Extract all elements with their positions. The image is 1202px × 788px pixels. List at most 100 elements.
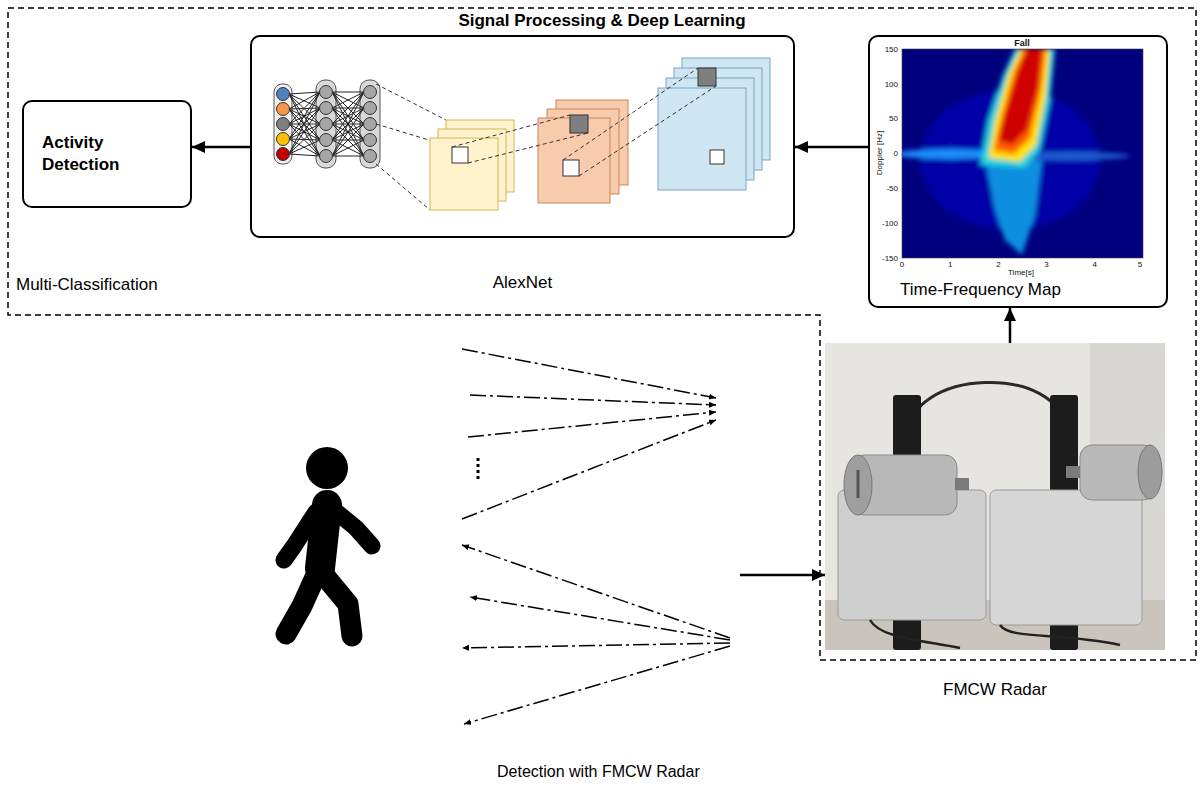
person-figure [284, 447, 372, 636]
person-leg [324, 575, 352, 636]
map-box: Time-Frequency Map [868, 35, 1168, 308]
energy-blob [998, 49, 1042, 145]
radar-cable [870, 620, 1120, 648]
beam-line [464, 646, 730, 724]
beam-line [470, 597, 730, 640]
axis-tick: 5 [1138, 260, 1142, 269]
layer-outline [274, 84, 292, 164]
neuron [320, 102, 333, 115]
radar-node: FMCW Radar [825, 343, 1165, 650]
kernel-square [570, 115, 588, 133]
axis-tick: 50 [889, 114, 898, 123]
neuron [277, 118, 290, 131]
caption-label: Detection with FMCW Radar [497, 763, 700, 781]
axis-tick: 0 [894, 149, 898, 158]
flow-arrow [795, 146, 868, 149]
panel-title: Signal Processing & Deep Learning [8, 11, 1196, 31]
dashed-region: Signal Processing & Deep LearningActivit… [8, 8, 1196, 660]
beam-line [462, 420, 716, 519]
axis-tick: -150 [882, 254, 898, 263]
box-label: Time-Frequency Map [900, 280, 1061, 300]
caption-label: AlexNet [252, 273, 793, 293]
chart-title: Fall [1014, 38, 1030, 48]
beam-line [462, 349, 716, 398]
energy-blob [985, 160, 1042, 255]
horn-slot [857, 470, 860, 498]
energy-blob [980, 49, 1055, 168]
photo-background [825, 343, 1165, 650]
axis-tick: 3 [1044, 260, 1048, 269]
neuron [277, 103, 290, 116]
neuron [364, 134, 377, 147]
radar-clamp [955, 478, 969, 490]
neuron [364, 102, 377, 115]
process-box: Activity DetectionMulti-Classification [22, 100, 192, 208]
flow-arrow [740, 574, 825, 577]
ellipsis-dots [477, 458, 480, 482]
feature-map [658, 88, 746, 190]
flow-arrow [1009, 308, 1012, 343]
spectrogram [895, 49, 1143, 258]
kernel-square [710, 150, 724, 164]
neuron [364, 150, 377, 163]
axis-tick: 2 [996, 260, 1000, 269]
neuron [320, 134, 333, 147]
caption-label: FMCW Radar [825, 680, 1165, 700]
dashed-link [452, 68, 716, 176]
person-arm [334, 510, 372, 546]
dashed-outline [8, 8, 1196, 660]
radar-wire [907, 382, 1064, 440]
energy-blob [994, 49, 1046, 154]
spectrogram-energy [902, 49, 1130, 255]
neuron [364, 118, 377, 131]
axis-tick: -100 [882, 219, 898, 228]
axis-tick: 150 [885, 45, 898, 54]
axis-label: Time[s] [1008, 268, 1034, 277]
box-label: Activity Detection [24, 102, 190, 186]
radar-clamp [1066, 466, 1080, 478]
radar-beams [462, 349, 730, 724]
energy-blob [988, 49, 1050, 162]
axis-label: Doppler [Hz] [875, 131, 884, 175]
neuron [320, 150, 333, 163]
neuron [277, 88, 290, 101]
region-outline [8, 8, 1196, 660]
spectrogram-blobs [902, 49, 1130, 255]
axis-tick: -50 [886, 184, 898, 193]
beam-line [462, 643, 730, 648]
horn-cap [844, 455, 872, 515]
person-leg [286, 575, 316, 634]
neuron [277, 148, 290, 161]
person-head [306, 447, 348, 489]
radar-unit [990, 490, 1142, 625]
person-node: Detection with FMCW Radar [258, 335, 740, 788]
kernel-square [452, 147, 468, 163]
axis-tick: 4 [1093, 260, 1097, 269]
kernel-square [563, 160, 579, 176]
plot-frame [902, 49, 1143, 258]
feature-map [430, 138, 498, 210]
person-arm [284, 512, 316, 560]
axis-tick: 0 [900, 260, 904, 269]
axis-tick: 100 [885, 80, 898, 89]
neuron [277, 133, 290, 146]
kernel-square [698, 68, 716, 86]
radar-photo [825, 343, 1165, 650]
beam-line [470, 395, 716, 405]
flow-arrow [192, 146, 250, 149]
neuron [364, 86, 377, 99]
caption-label: Multi-Classification [16, 275, 158, 295]
neuron [320, 118, 333, 131]
neuron [320, 86, 333, 99]
net-connections [289, 92, 364, 156]
axis-tick: 1 [948, 260, 952, 269]
horn-cap [1138, 445, 1162, 499]
beam-line [468, 412, 716, 437]
beam-line [462, 545, 730, 638]
neural-net [274, 58, 770, 210]
network-box: AlexNet [250, 35, 795, 238]
